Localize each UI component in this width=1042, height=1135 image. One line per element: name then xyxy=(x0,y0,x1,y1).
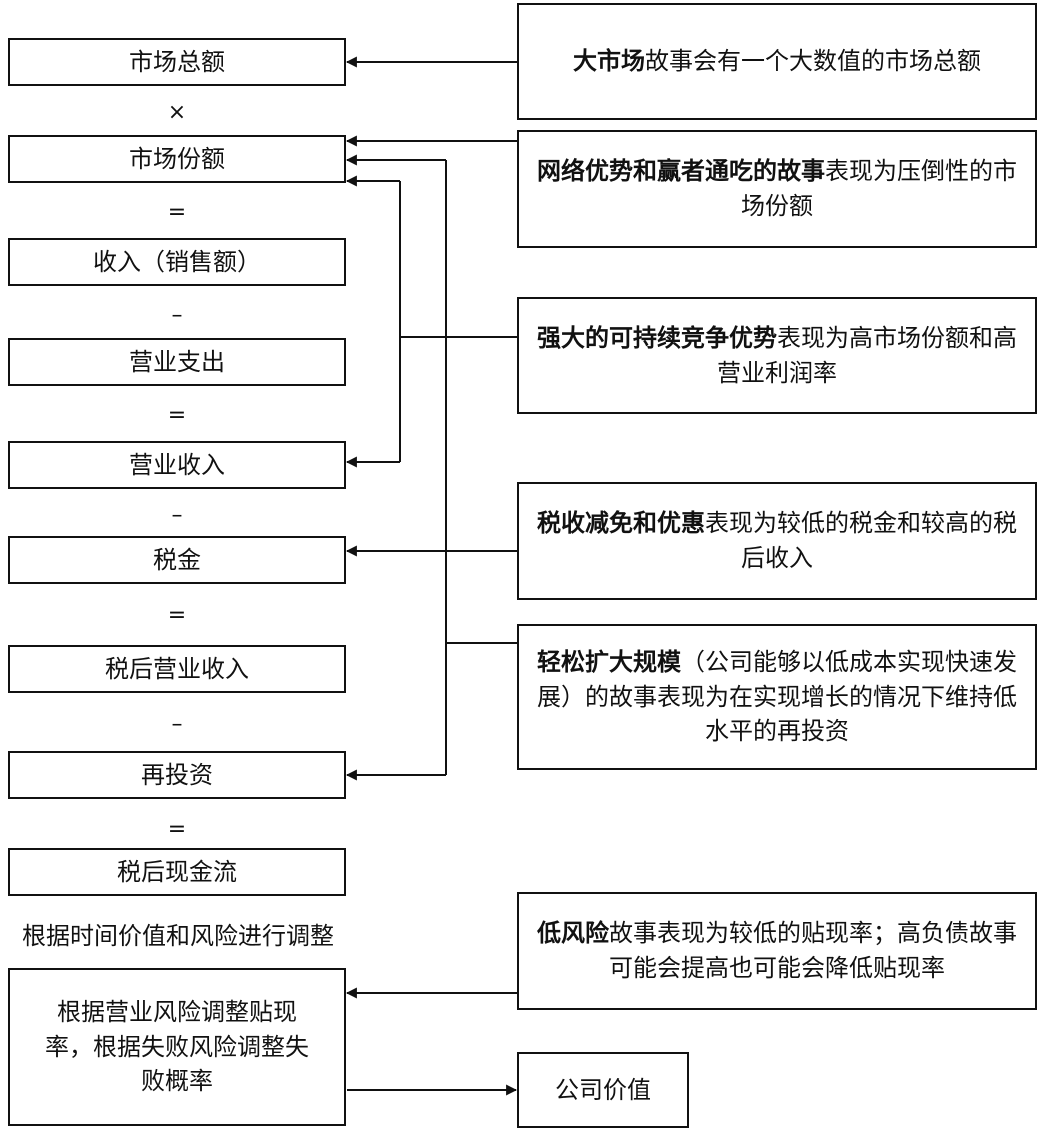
story-bold-text: 税收减免和优惠 xyxy=(537,509,705,538)
reinvestment-box: 再投资 xyxy=(8,751,346,799)
after-tax-income-box: 税后营业收入 xyxy=(8,645,346,693)
story-text: 故事会有一个大数值的市场总额 xyxy=(645,47,981,76)
minus-operator: – xyxy=(171,303,183,328)
adjustment-note: 根据时间价值和风险进行调整 xyxy=(22,922,334,950)
market-share-box: 市场份额 xyxy=(8,135,346,183)
story-text: 表现为压倒性的市场份额 xyxy=(741,157,1017,220)
equals-operator: = xyxy=(167,603,187,628)
discount-adjust-box: 根据营业风险调整贴现率，根据失败风险调整失败概率 xyxy=(8,968,346,1126)
market-total-label: 市场总额 xyxy=(129,47,225,76)
story-bold-text: 网络优势和赢者通吃的故事 xyxy=(537,157,825,186)
story-bold-text: 强大的可持续竞争优势 xyxy=(537,323,777,352)
equals-operator: = xyxy=(167,817,187,842)
story-text: （公司能够以低成本实现快速发展）的故事表现为在实现增长的情况下维持低水平的再投资 xyxy=(537,647,1017,746)
revenue-box: 收入（销售额） xyxy=(8,238,346,286)
discount-adjust-label: 根据营业风险调整贴现率，根据失败风险调整失败概率 xyxy=(45,997,309,1096)
revenue-label: 收入（销售额） xyxy=(93,247,261,276)
reinvestment-label: 再投资 xyxy=(141,760,213,789)
story-text: 故事表现为较低的贴现率；高负债故事可能会提高也可能会降低贴现率 xyxy=(609,919,1017,982)
market-total-box: 市场总额 xyxy=(8,38,346,86)
after-tax-cashflow-box: 税后现金流 xyxy=(8,848,346,896)
operating-income-box: 营业收入 xyxy=(8,441,346,489)
multiply-operator: × xyxy=(167,100,187,125)
minus-operator: – xyxy=(171,503,183,528)
story-scaling: 轻松扩大规模（公司能够以低成本实现快速发展）的故事表现为在实现增长的情况下维持低… xyxy=(517,624,1037,770)
company-value-label: 公司价值 xyxy=(555,1075,651,1104)
story-bold-text: 大市场 xyxy=(573,47,645,76)
story-network: 网络优势和赢者通吃的故事表现为压倒性的市场份额 xyxy=(517,130,1037,248)
market-share-label: 市场份额 xyxy=(129,144,225,173)
story-bold-text: 轻松扩大规模 xyxy=(537,647,681,676)
operating-expense-label: 营业支出 xyxy=(129,347,225,376)
equals-operator: = xyxy=(167,403,187,428)
story-low-risk: 低风险故事表现为较低的贴现率；高负债故事可能会提高也可能会降低贴现率 xyxy=(517,892,1037,1010)
operating-expense-box: 营业支出 xyxy=(8,338,346,386)
story-text: 表现为较低的税金和较高的税后收入 xyxy=(705,509,1017,572)
story-competitive: 强大的可持续竞争优势表现为高市场份额和高营业利润率 xyxy=(517,297,1037,414)
after-tax-cashflow-label: 税后现金流 xyxy=(117,857,237,886)
tax-label: 税金 xyxy=(153,545,201,574)
story-bold-text: 低风险 xyxy=(537,919,609,948)
equals-operator: = xyxy=(167,200,187,225)
story-big-market: 大市场故事会有一个大数值的市场总额 xyxy=(517,3,1037,120)
company-value-box: 公司价值 xyxy=(517,1052,689,1128)
tax-box: 税金 xyxy=(8,536,346,584)
operating-income-label: 营业收入 xyxy=(129,450,225,479)
story-text: 表现为高市场份额和高营业利润率 xyxy=(717,323,1017,387)
minus-operator: – xyxy=(171,712,183,737)
after-tax-income-label: 税后营业收入 xyxy=(105,654,249,683)
story-tax-break: 税收减免和优惠表现为较低的税金和较高的税后收入 xyxy=(517,482,1037,600)
